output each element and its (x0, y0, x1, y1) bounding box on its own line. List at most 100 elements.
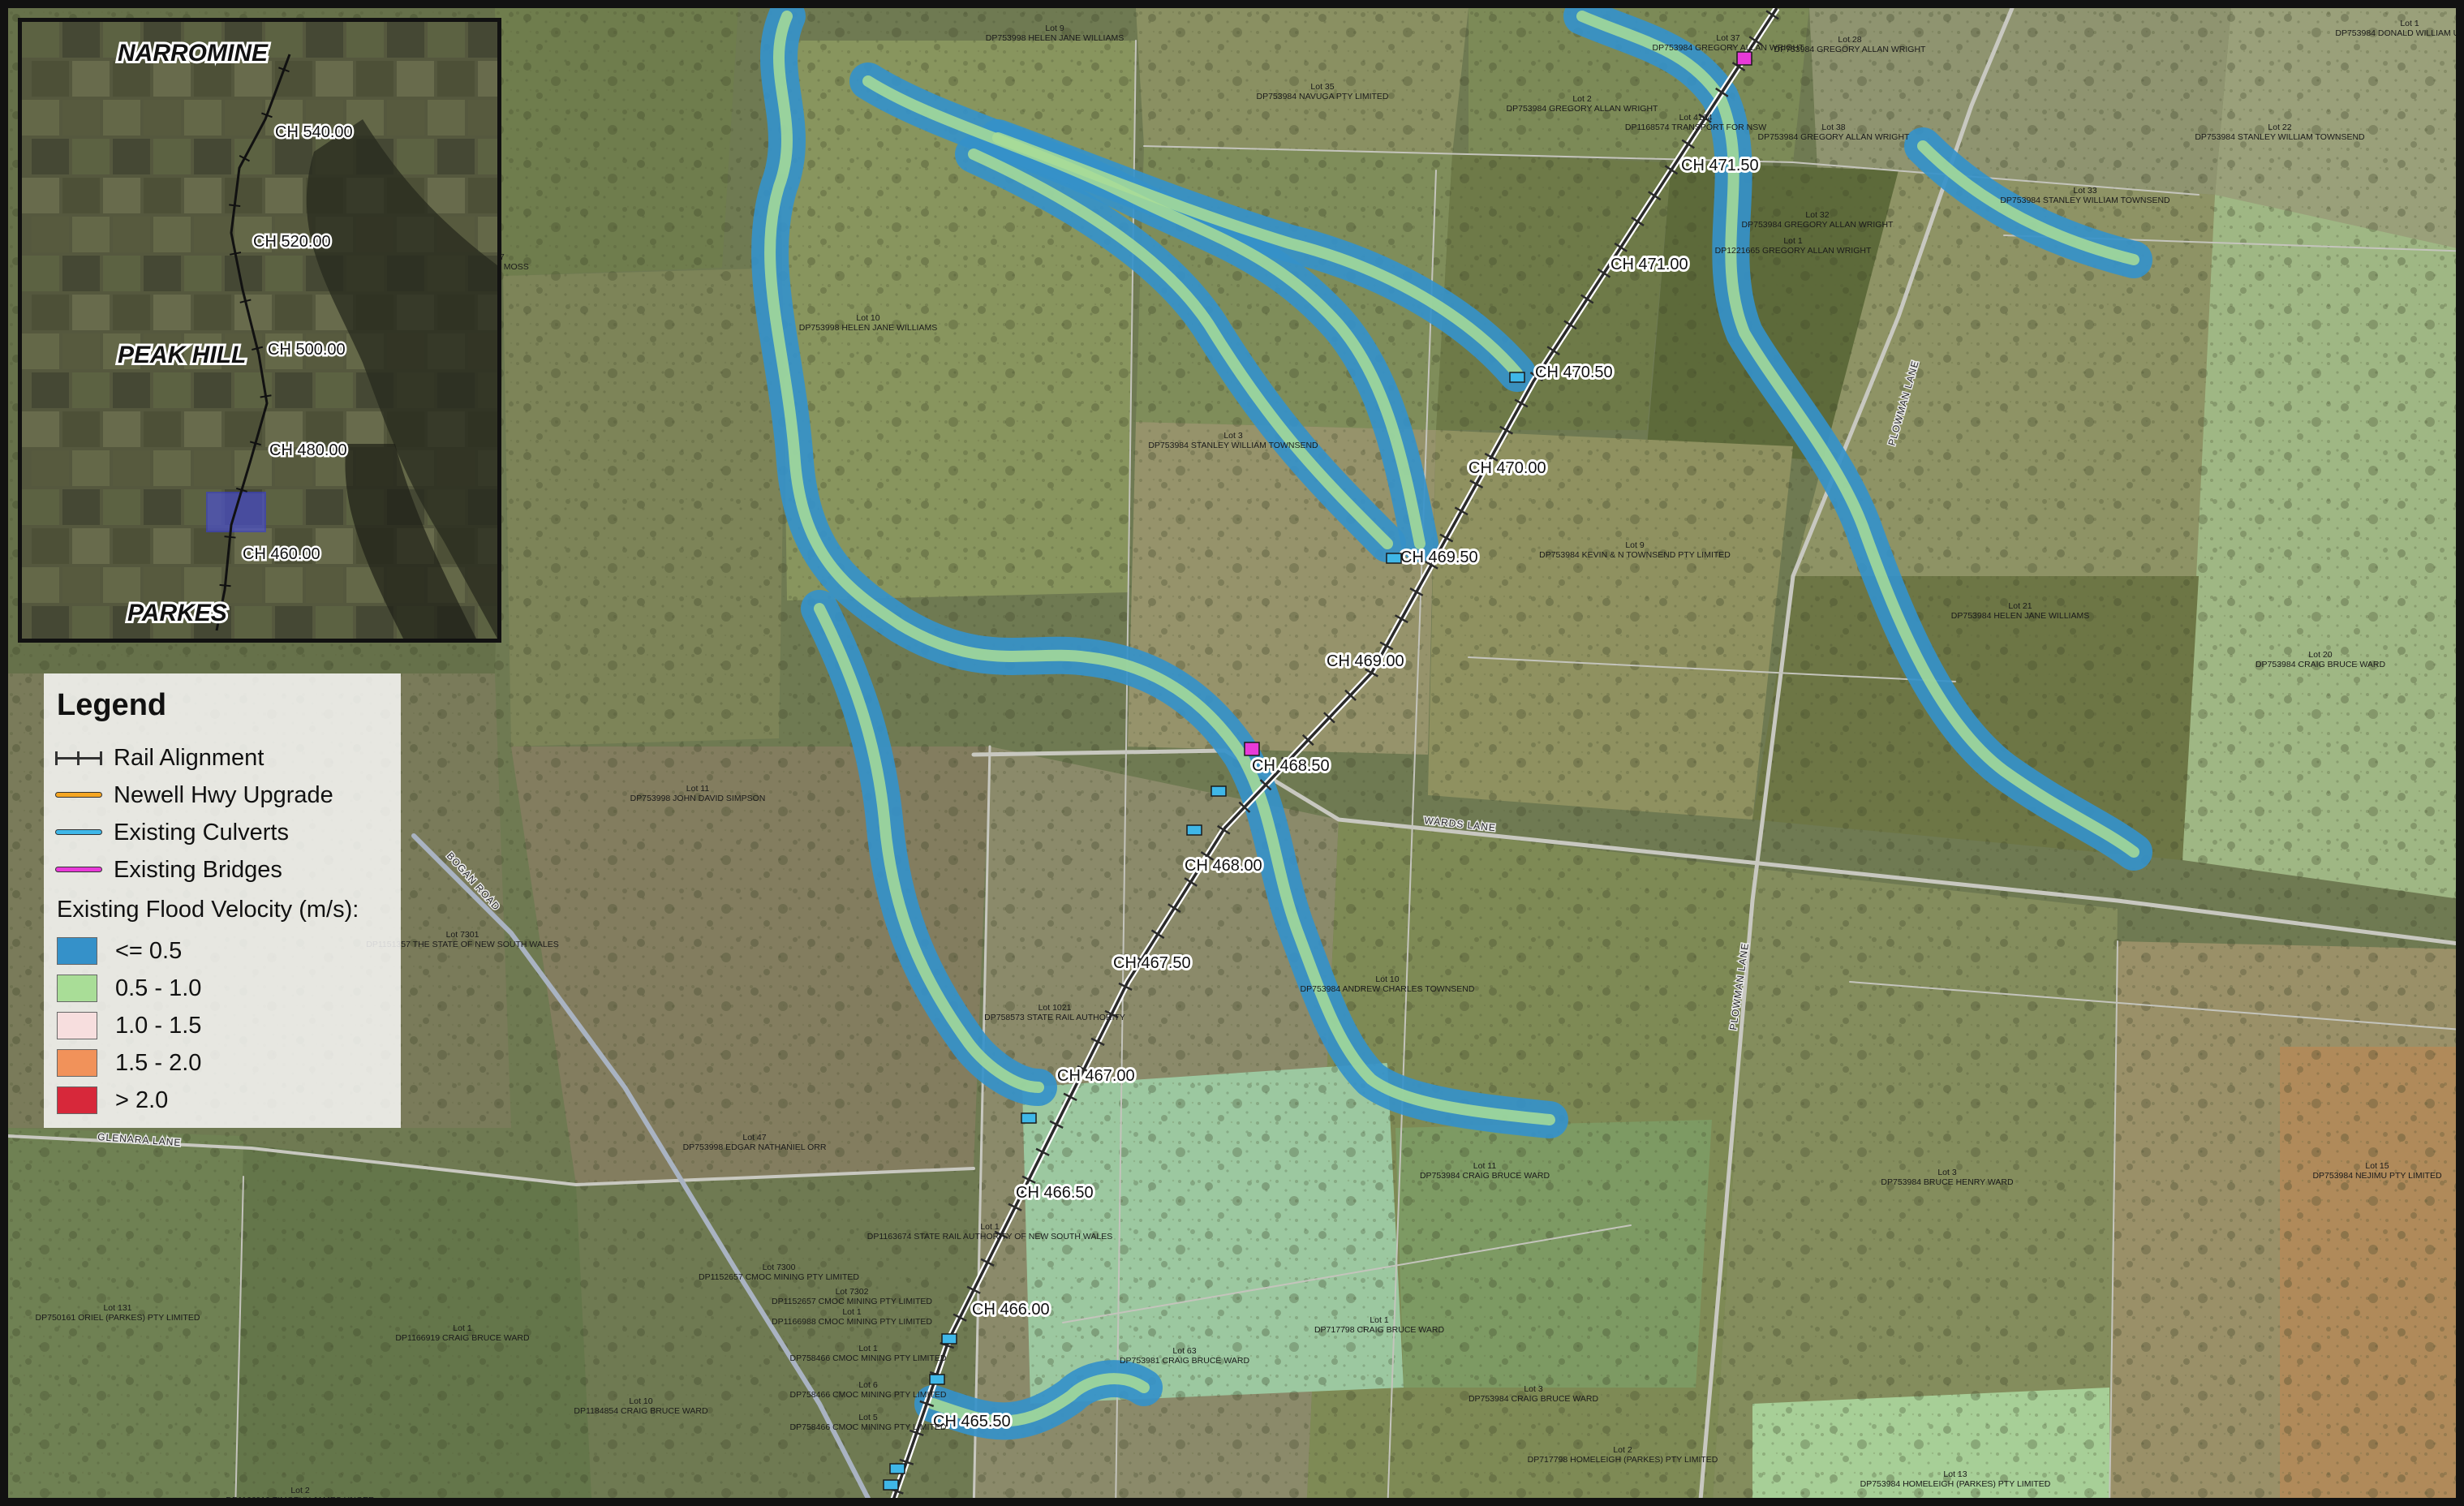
rail-tick (1216, 824, 1231, 835)
inset-rail-tick (261, 112, 273, 118)
rail-tick (1546, 346, 1560, 356)
locality-inset-map[interactable]: NARROMINE PEAK HILL PARKES CH 540.00 CH … (18, 18, 501, 643)
rail-tick (1664, 165, 1679, 175)
inset-town-narromine: NARROMINE (118, 40, 269, 67)
inset-rail-tick (249, 441, 261, 446)
culvert-marker[interactable] (1021, 1112, 1037, 1124)
culvert-marker[interactable] (1210, 785, 1227, 797)
inset-terrain-patch (234, 606, 272, 639)
inset-terrain-patch (113, 450, 150, 486)
rail-tick (1614, 242, 1628, 252)
inset-rail-ticks (219, 67, 290, 587)
culvert-marker[interactable] (941, 1333, 957, 1345)
legend-velocity-label: 0.5 - 1.0 (115, 975, 202, 1001)
inset-terrain-patch (32, 61, 69, 97)
legend-velocity-title: Existing Flood Velocity (m/s): (57, 897, 359, 923)
chainage-label: CH 468.50 (1252, 757, 1330, 775)
inset-terrain-patch (153, 372, 191, 408)
legend-item-existing-culverts: Existing Culverts (55, 814, 389, 851)
inset-rail-tick (252, 346, 264, 351)
chainage-label: CH 471.00 (1610, 256, 1688, 273)
rail-tick (1648, 191, 1662, 201)
flood-extent-layer (751, 8, 2152, 1440)
inset-terrain-patch (194, 450, 231, 486)
rail-tick (1134, 955, 1149, 966)
inset-terrain-patch (144, 256, 181, 291)
culvert-marker[interactable] (1186, 824, 1202, 836)
inset-terrain-patch (32, 372, 69, 408)
inset-terrain-patch (194, 61, 231, 97)
legend-velocity-class: <= 0.5 (55, 932, 389, 970)
inset-terrain-patch (437, 139, 475, 174)
inset-rail-tick (239, 154, 250, 162)
inset-terrain-patch (72, 606, 110, 639)
inset-terrain-patch (22, 489, 59, 525)
culvert-marker[interactable] (929, 1374, 945, 1385)
chainage-label: CH 466.00 (972, 1301, 1050, 1319)
inset-terrain-patch (316, 61, 353, 97)
bridge-marker[interactable] (1244, 742, 1260, 756)
flood-area-medium-velocity (1917, 140, 2139, 265)
inset-terrain-patch (184, 256, 221, 291)
legend-symbol (55, 783, 102, 807)
bridge-marker[interactable] (1736, 51, 1752, 66)
rail-tick (1104, 1009, 1119, 1018)
legend-color-swatch (57, 1012, 97, 1039)
inset-terrain-patch (184, 22, 221, 58)
inset-terrain-patch (113, 61, 150, 97)
flood-area-medium-velocity (862, 75, 1426, 549)
inset-terrain-patch (72, 295, 110, 330)
culvert-marker[interactable] (883, 1479, 899, 1491)
culvert-marker[interactable] (1509, 372, 1525, 383)
inset-terrain-patch (144, 22, 181, 58)
rail-tick (1035, 1147, 1050, 1156)
inset-terrain-patch (153, 217, 191, 252)
inset-terrain-patch (306, 100, 343, 136)
legend-symbol (55, 858, 102, 882)
inset-rail-tick (260, 394, 272, 398)
inset-terrain-patch (275, 372, 312, 408)
legend-color-swatch (57, 975, 97, 1002)
inset-terrain-patch (22, 22, 59, 58)
chainage-label: CH 470.00 (1469, 459, 1546, 477)
inset-terrain-patch (62, 178, 100, 213)
culvert-marker[interactable] (1386, 553, 1402, 564)
legend-item-label: Rail Alignment (114, 744, 264, 771)
rail-tick (1008, 1203, 1022, 1211)
inset-terrain-patch (103, 411, 140, 447)
inset-terrain-patch (225, 256, 262, 291)
legend-color-swatch (57, 1086, 97, 1114)
inset-terrain-patch (316, 606, 353, 639)
inset-town-parkes: PARKES (127, 600, 227, 626)
rail-tick (1184, 877, 1198, 887)
inset-terrain-patch (62, 22, 100, 58)
rail-tick (1238, 801, 1251, 813)
inset-terrain-patch (346, 411, 384, 447)
rail-tick (1514, 398, 1529, 408)
chainage-label: CH 471.50 (1681, 157, 1759, 174)
inset-terrain-patch (153, 606, 191, 639)
inset-terrain-patch (468, 178, 497, 213)
inset-terrain-patch (153, 139, 191, 174)
inset-rail-tick (278, 67, 290, 73)
inset-terrain-patch (387, 100, 424, 136)
inset-terrain-patch (184, 178, 221, 213)
inset-terrain-patch (428, 178, 465, 213)
inset-terrain-patch (144, 100, 181, 136)
culvert-marker[interactable] (889, 1463, 905, 1474)
inset-rail-line (215, 54, 291, 631)
